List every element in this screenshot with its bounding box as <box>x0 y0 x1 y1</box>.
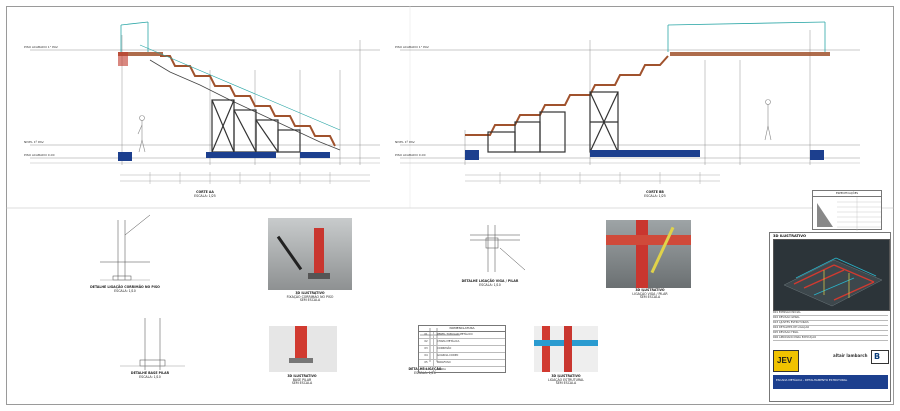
photo-beam-column <box>606 220 691 288</box>
human-scale-icon <box>137 115 146 153</box>
level-label: NIVEL 1º PAV. <box>24 140 45 144</box>
render-3d-lines <box>774 240 889 310</box>
revision-table: R01 EMISSÃO INICIAL R02 REVISÃO GERAL R0… <box>773 311 888 345</box>
project-strip: ESCADA METÁLICA - DETALHAMENTO ESTRUTURA… <box>773 375 888 389</box>
render-3d-image <box>773 239 890 311</box>
level-label: PISO ACABADO 1° PAV. <box>395 45 430 49</box>
table-title: NOMENCLATURA <box>419 326 505 332</box>
detail-drawing-3 <box>470 225 526 272</box>
table-row: R06 APROVADO PARA EXECUÇÃO <box>773 336 888 341</box>
spec-table: ESPECIFICAÇÕES <box>812 190 882 231</box>
detail-drawing-1 <box>100 214 151 281</box>
table-title: ESPECIFICAÇÕES <box>813 191 881 197</box>
detail-drawing-5 <box>120 318 185 370</box>
table-row: R01 EMISSÃO INICIAL <box>773 311 888 316</box>
photo-column-base <box>269 326 337 372</box>
company-name: altair lambarch <box>833 353 868 358</box>
level-label: NIVEL 1º PAV. <box>395 140 416 144</box>
left-section <box>30 35 380 165</box>
table-row: R03 AJUSTES ESTRUTURAIS <box>773 321 888 326</box>
company-logo-jev: JEV <box>773 350 799 372</box>
level-label: PISO ACABADO 0.00 <box>395 153 426 157</box>
level-label: PISO ACABADO 1° PAV. <box>24 45 59 49</box>
human-scale-icon <box>764 99 772 141</box>
sheet-frame <box>6 6 894 405</box>
title-block: 3D ILUSTRATIVO <box>769 232 891 402</box>
table-row: R05 REVISÃO FINAL <box>773 331 888 336</box>
table-row: R04 DETALHES DE LIGAÇÃO <box>773 326 888 331</box>
spec-table-lines <box>817 197 881 231</box>
company-area: JEV altair lambarch B <box>773 348 889 374</box>
company-logo-b: B <box>871 350 889 364</box>
table-row: R02 REVISÃO GERAL <box>773 316 888 321</box>
photo-structural-joint <box>534 326 598 372</box>
photo-handrail-base <box>268 218 352 290</box>
title-block-heading: 3D ILUSTRATIVO <box>773 234 807 238</box>
level-label: PISO ACABADO 0.00 <box>24 153 55 157</box>
